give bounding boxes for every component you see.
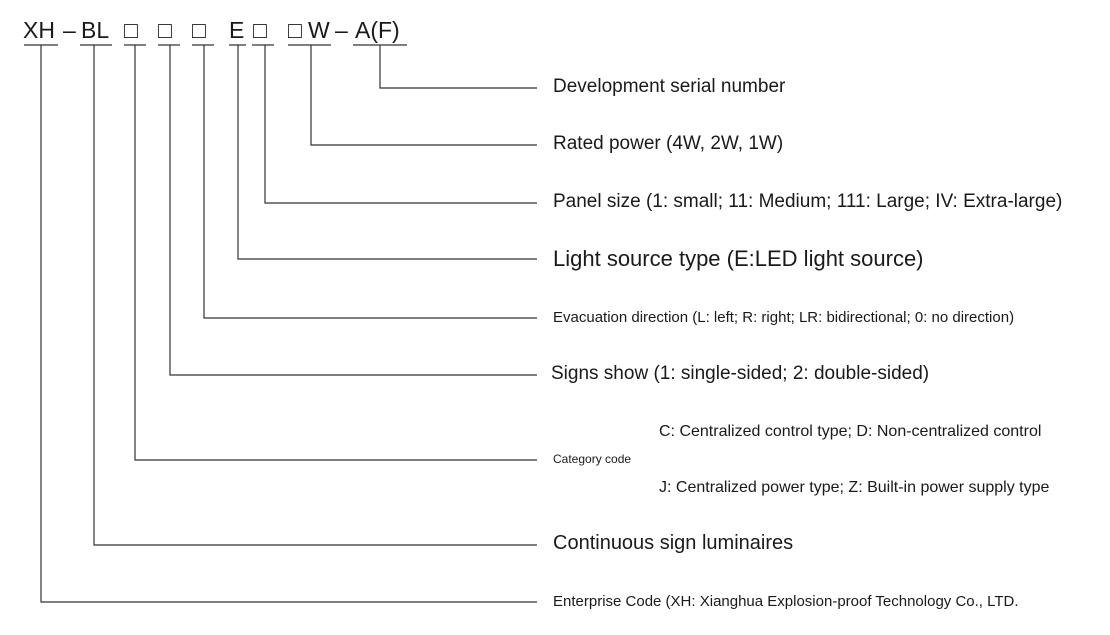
code-dash-1: – [63,17,76,43]
leader-serial [379,45,537,89]
label-evacuation: Evacuation direction (L: left; R: right;… [553,309,1014,326]
leader-power [310,45,537,146]
category-detail-power: J: Centralized power type; Z: Built-in p… [659,479,1050,496]
code-light: E [229,17,244,43]
leader-signs [169,45,537,376]
label-luminaire: Continuous sign luminaires [553,532,793,554]
leader-panel [264,45,537,204]
code-category: □ [124,17,138,43]
code-enterprise: XH [23,17,55,43]
code-signs: □ [158,17,172,43]
leader-luminaire [93,45,537,546]
leader-light [237,45,537,260]
code-power-unit: W [308,17,330,43]
code-panel: □ [253,17,267,43]
label-serial: Development serial number [553,76,786,97]
code-luminaire: BL [81,17,109,43]
label-power: Rated power (4W, 2W, 1W) [553,133,783,154]
leader-evacuation [203,45,537,319]
code-serial: A(F) [355,17,400,43]
label-panel: Panel size (1: small; 11: Medium; 111: L… [553,191,1062,212]
label-enterprise: Enterprise Code (XH: Xianghua Explosion-… [553,593,1019,610]
code-power-box: □ [288,17,302,43]
label-category: Category code [553,452,631,466]
leader-category [134,45,537,461]
model-code: XH – BL □ □ □ E □ □ W – A(F) [23,17,400,43]
code-evacuation: □ [192,17,206,43]
label-signs: Signs show (1: single-sided; 2: double-s… [551,363,929,384]
leader-lines [40,45,537,603]
label-light: Light source type (E:LED light source) [553,246,924,271]
category-detail-control: C: Centralized control type; D: Non-cent… [659,423,1041,440]
code-dash-2: – [335,17,348,43]
leader-enterprise [40,45,537,603]
